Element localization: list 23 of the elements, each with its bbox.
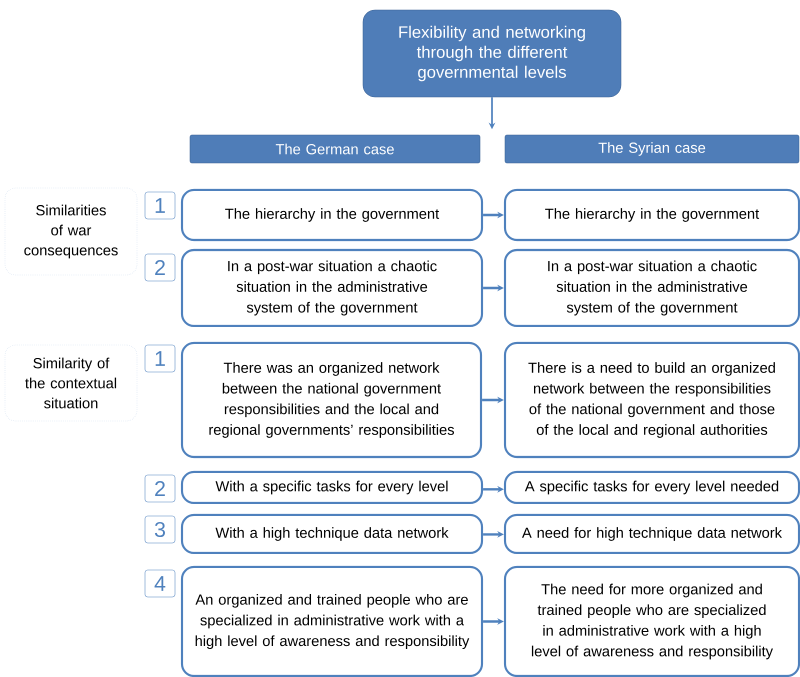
case-box: A specific tasks for every level needed: [504, 470, 800, 504]
case-box: The hierarchy in the government: [180, 188, 484, 242]
number-box: 1: [144, 192, 176, 220]
column-header: The German case: [190, 134, 480, 164]
case-box: In a post-war situation a chaotic situation in the administrative system of the government: [504, 248, 800, 328]
category-box: Similarity of the contextual situation: [4, 344, 138, 422]
column-header: The Syrian case: [504, 134, 800, 164]
case-box: There is a need to build an organized network between the responsibilities of the national government and those of the local and regional authorities: [504, 342, 800, 458]
case-box: An organized and trained people who are specialized in administrative work with a high level of awareness and responsibility: [180, 566, 484, 677]
title-box: Flexibility and networking through the different governmental levels: [362, 10, 622, 98]
category-box: Similarities of war consequences: [4, 188, 138, 276]
number-box: 1: [144, 344, 176, 372]
case-box: In a post-war situation a chaotic situation in the administrative system of the government: [180, 248, 484, 328]
case-box: The need for more organized and trained people who are specialized in administrative work with a high level of awareness and responsibility: [504, 566, 800, 677]
case-box: The hierarchy in the government: [504, 188, 800, 242]
case-box: With a specific tasks for every level: [180, 470, 484, 504]
number-box: 4: [144, 570, 176, 598]
number-box: 3: [144, 516, 176, 544]
case-box: There was an organized network between the national government responsibilities and the local and regional governments’ responsibilities: [180, 342, 482, 458]
number-box: 2: [144, 254, 176, 282]
number-box: 2: [144, 474, 176, 502]
case-box: A need for high technique data network: [504, 514, 800, 554]
case-box: With a high technique data network: [180, 514, 484, 554]
